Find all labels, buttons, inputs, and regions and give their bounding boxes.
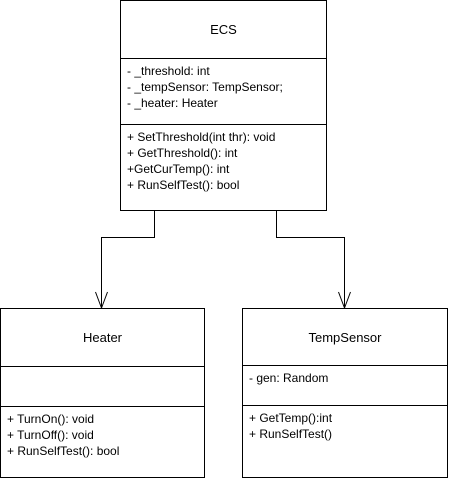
operation-run-self-test: + RunSelfTest() [249,427,333,441]
class-tempsensor[interactable]: TempSensor - gen: Random + GetTemp():int… [242,308,448,478]
attribute-heater: - _heater: Heater [127,96,218,110]
operation-get-cur-temp: +GetCurTemp(): int [127,162,230,176]
class-ecs-name: ECS [121,1,326,59]
class-tempsensor-operations: + GetTemp():int + RunSelfTest() [243,406,447,442]
class-heater-name: Heater [1,309,204,367]
operation-turn-on: + TurnOn(): void [7,412,95,426]
class-heater[interactable]: Heater + TurnOn(): void + TurnOff(): voi… [0,308,205,478]
class-ecs-attributes: - _threshold: int - _tempSensor: TempSen… [121,59,326,125]
operation-run-self-test: + RunSelfTest(): bool [7,444,120,458]
class-heater-attributes [1,367,204,407]
operation-turn-off: + TurnOff(): void [7,428,94,442]
class-ecs[interactable]: ECS - _threshold: int - _tempSensor: Tem… [120,0,327,211]
operation-get-temp: + GetTemp():int [249,411,333,425]
class-heater-operations: + TurnOn(): void + TurnOff(): void + Run… [1,407,204,459]
attribute-threshold: - _threshold: int [127,64,210,78]
class-ecs-operations: + SetThreshold(int thr): void + GetThres… [121,125,326,193]
connector-ecs-heater [101,210,155,308]
class-tempsensor-name: TempSensor [243,309,447,366]
operation-run-self-test: + RunSelfTest(): bool [127,178,240,192]
operation-get-threshold: + GetThreshold(): int [127,146,238,160]
attribute-gen: - gen: Random [249,371,329,385]
class-tempsensor-attributes: - gen: Random [243,366,447,406]
connector-ecs-tempsensor [276,210,345,308]
operation-set-threshold: + SetThreshold(int thr): void [127,130,276,144]
attribute-temp-sensor: - _tempSensor: TempSensor; [127,80,283,94]
